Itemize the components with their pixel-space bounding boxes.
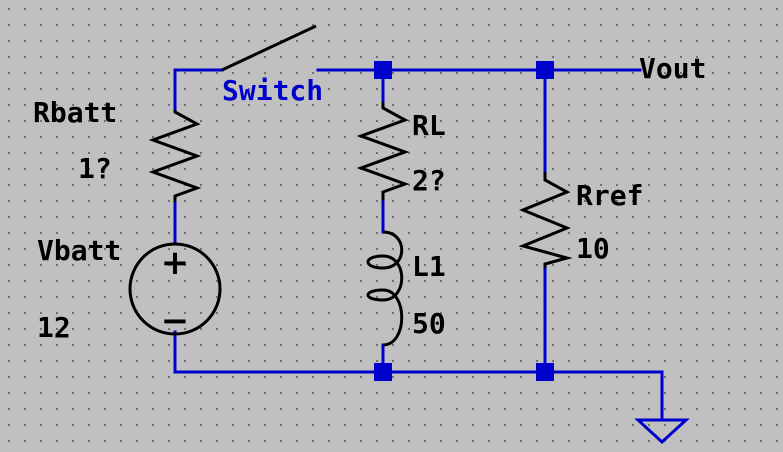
- vbatt-value-label: 12: [37, 311, 71, 344]
- wire-battery-top: [173, 68, 224, 112]
- vbatt-name-label: Vbatt: [37, 234, 121, 267]
- vout-net-label: Vout: [639, 52, 706, 85]
- resistor-zigzag: [356, 102, 410, 202]
- rbatt-value-label: 1?: [78, 152, 112, 185]
- l1-value-label: 50: [412, 307, 446, 340]
- junction-dot: [536, 61, 554, 79]
- inductor-coils: [366, 230, 404, 347]
- resistor-rbatt: [148, 110, 202, 202]
- l1-name-label: L1: [412, 250, 446, 283]
- voltage-source-vbatt: + −: [128, 242, 222, 341]
- ground-symbol: [634, 418, 690, 445]
- labels: Rbatt 1? Vbatt 12 Switch RL 2? L1 50 Rre…: [33, 52, 706, 344]
- rbatt-name-label: Rbatt: [33, 96, 117, 129]
- source-minus-sign: −: [161, 301, 190, 341]
- junctions: [374, 61, 554, 381]
- resistor-zigzag: [518, 172, 573, 268]
- rl-name-label: RL: [412, 109, 446, 142]
- source-circle: [128, 242, 222, 336]
- resistor-zigzag: [148, 110, 202, 202]
- resistor-rl: [356, 102, 410, 234]
- switch-name-label: Switch: [222, 74, 323, 107]
- junction-dot: [374, 61, 392, 79]
- rref-value-label: 10: [576, 232, 610, 265]
- junction-dot: [536, 363, 554, 381]
- source-plus-sign: +: [161, 243, 190, 283]
- rl-value-label: 2?: [412, 164, 446, 197]
- rref-name-label: Rref: [576, 179, 643, 212]
- switch: [221, 24, 317, 72]
- switch-blade: [221, 24, 317, 72]
- junction-dot: [374, 363, 392, 381]
- inductor-l1: [366, 230, 404, 347]
- resistor-rref: [518, 172, 573, 268]
- ground-triangle: [634, 418, 690, 445]
